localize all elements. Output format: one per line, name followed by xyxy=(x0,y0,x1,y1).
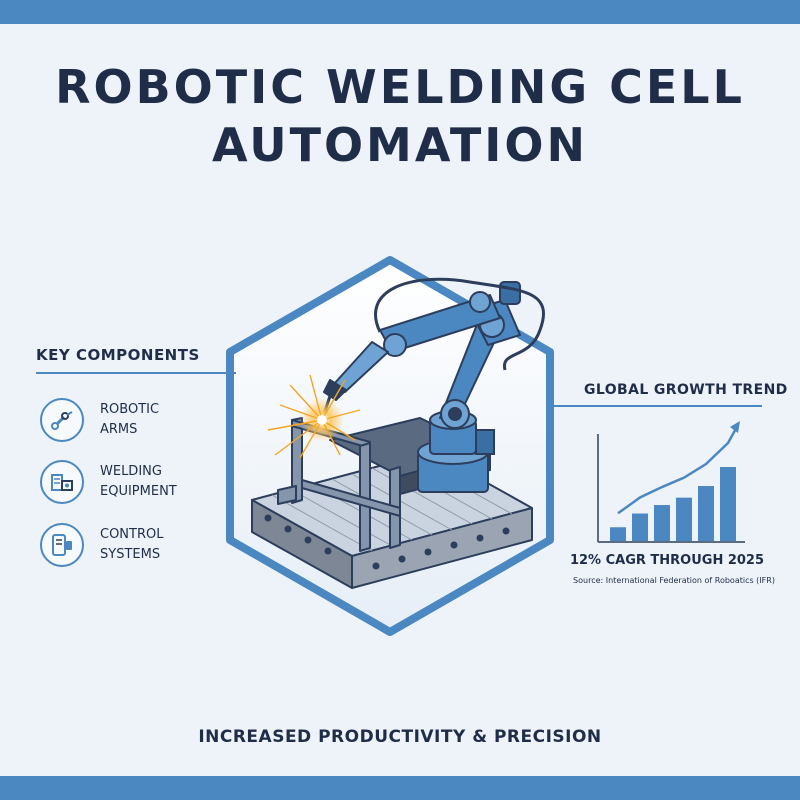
workpiece-frame xyxy=(277,417,401,552)
page-title: ROBOTIC WELDING CELL AUTOMATION xyxy=(0,58,800,174)
component-label-line: ROBOTIC xyxy=(100,402,160,417)
trend-line xyxy=(617,424,740,515)
chart-bar xyxy=(698,486,714,541)
welding-sparks xyxy=(267,374,361,459)
component-label-line: WELDING xyxy=(100,464,162,479)
robotic-arm-icon xyxy=(40,398,84,442)
chart-bar xyxy=(676,497,692,541)
component-label: ROBOTIC ARMS xyxy=(100,400,210,440)
chart-bar xyxy=(610,527,626,541)
chart-bar xyxy=(720,467,736,541)
key-components-heading: KEY COMPONENTS xyxy=(36,346,200,364)
growth-heading: GLOBAL GROWTH TREND xyxy=(584,382,788,398)
component-welding-equipment: WELDING EQUIPMENT xyxy=(40,460,210,504)
title-line-2: AUTOMATION xyxy=(212,118,588,172)
footer-tagline: INCREASED PRODUCTIVITY & PRECISION xyxy=(198,727,602,747)
component-control-systems: CONTROL SYSTEMS xyxy=(40,523,210,567)
cagr-text: 12% CAGR THROUGH 2025 xyxy=(569,553,765,568)
component-robotic-arms: ROBOTIC ARMS xyxy=(40,398,210,442)
source-text: Source: International Federation of Robo… xyxy=(573,576,775,585)
chart-bar xyxy=(632,513,648,541)
growth-divider xyxy=(556,405,762,407)
robot-arm xyxy=(322,281,521,429)
component-label: WELDING EQUIPMENT xyxy=(100,462,210,502)
component-label-line: EQUIPMENT xyxy=(100,484,177,499)
control-panel-icon xyxy=(40,523,84,567)
key-components-divider xyxy=(36,372,232,374)
welding-equipment-icon xyxy=(40,460,84,504)
component-label-line: CONTROL xyxy=(100,527,164,542)
component-label: CONTROL SYSTEMS xyxy=(100,525,210,565)
trend-arrow-head xyxy=(730,421,740,433)
top-band xyxy=(0,0,800,24)
growth-bar-chart xyxy=(597,421,745,543)
welding-hose xyxy=(374,277,545,371)
title-line-1: ROBOTIC WELDING CELL xyxy=(55,60,745,114)
bottom-band xyxy=(0,776,800,800)
component-label-line: ARMS xyxy=(100,422,138,437)
chart-bar xyxy=(654,505,670,541)
component-label-line: SYSTEMS xyxy=(100,547,161,562)
